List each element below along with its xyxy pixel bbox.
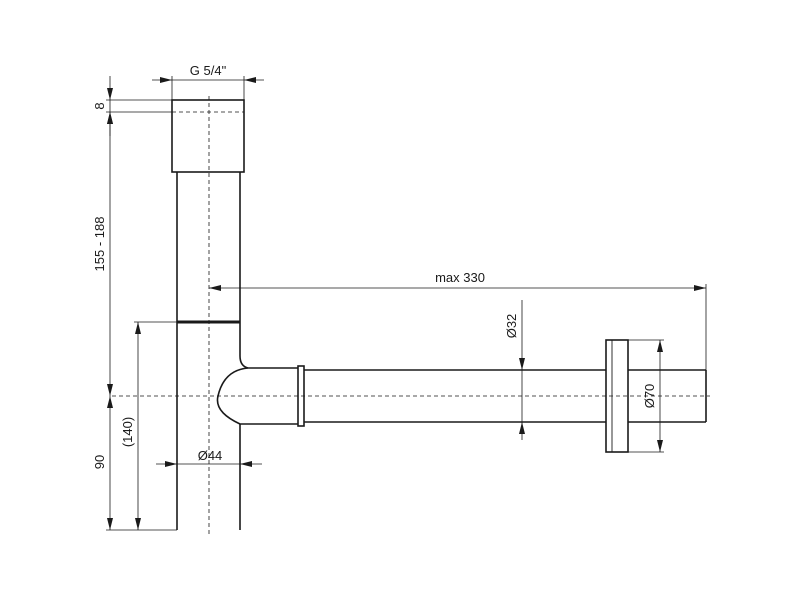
arrow — [209, 285, 221, 291]
arrow — [135, 322, 141, 334]
arrow — [657, 440, 663, 452]
arrow — [519, 358, 525, 370]
arrow — [657, 340, 663, 352]
dim-top-thread: G 5/4" — [152, 63, 264, 100]
rosette-diameter-label: Ø70 — [642, 384, 657, 409]
top-nut — [171, 99, 245, 173]
trap-body — [171, 96, 298, 536]
body-diameter-label: Ø44 — [198, 448, 223, 463]
dim-lower-height: 90 — [92, 396, 177, 531]
dim-adjust-height: 155 - 188 — [92, 112, 113, 396]
pipe-diameter-label: Ø32 — [504, 314, 519, 339]
outlet-pipe — [112, 339, 710, 453]
arrow — [519, 422, 525, 434]
arrow — [107, 396, 113, 408]
arrow — [694, 285, 706, 291]
top-thread-label: G 5/4" — [190, 63, 227, 78]
ref-height-label: (140) — [120, 417, 135, 447]
dim-rosette-diameter: Ø70 — [628, 339, 664, 453]
adjust-height-label: 155 - 188 — [92, 217, 107, 272]
arrow — [135, 518, 141, 530]
arrow — [107, 384, 113, 396]
arrow — [240, 461, 252, 467]
arrow — [107, 88, 113, 100]
dim-ref-height: (140) — [120, 321, 177, 530]
arrow — [107, 518, 113, 530]
dim-pipe-diameter: Ø32 — [504, 300, 525, 440]
dim-body-diameter: Ø44 — [156, 448, 262, 467]
max-length-label: max 330 — [435, 270, 485, 285]
arrow — [244, 77, 256, 83]
top-height-label: 8 — [92, 102, 107, 109]
lower-body-right — [239, 322, 249, 530]
dim-top-height: 8 — [92, 76, 172, 136]
arrow — [160, 77, 172, 83]
arrow — [165, 461, 177, 467]
outlet-elbow — [216, 367, 298, 425]
lower-height-label: 90 — [92, 455, 107, 469]
dim-max-length: max 330 — [209, 270, 707, 370]
arrow — [107, 112, 113, 124]
